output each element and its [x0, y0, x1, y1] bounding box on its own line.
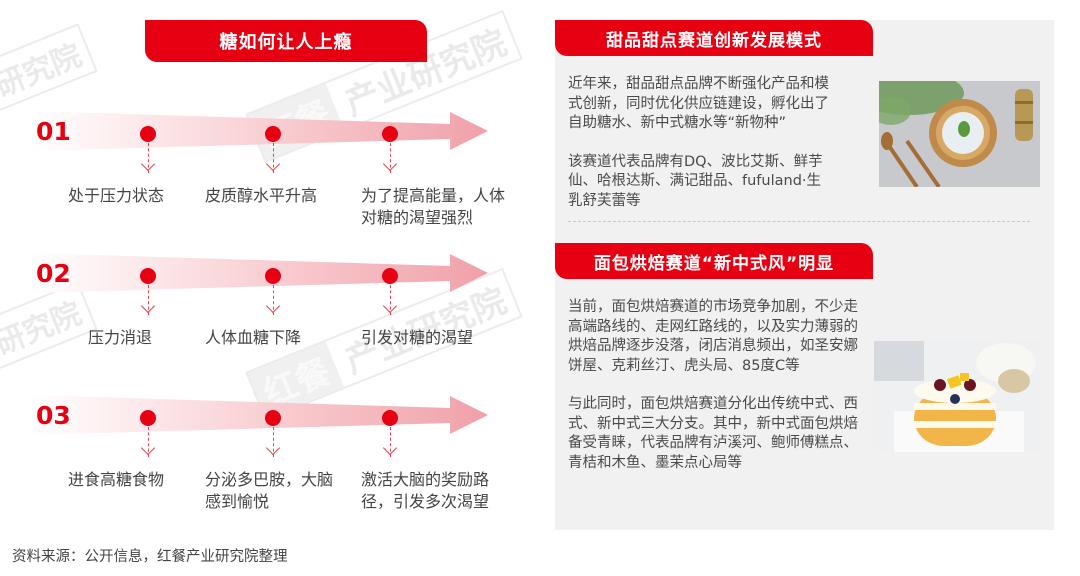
layer-cake-photo [874, 341, 1040, 452]
step-label: 进食高糖食物 [68, 470, 165, 489]
dashed-connector [148, 427, 149, 457]
dashed-connector [390, 285, 391, 315]
section-divider [568, 221, 1030, 222]
step-label: 分泌多巴胺，大脑感到愉悦 [205, 470, 334, 511]
watermark: 研究院 [0, 23, 98, 113]
timeline-row-3: 03 进食高糖食物 分泌多巴胺，大脑感到愉悦 激活大脑的奖励路径，引发多次渴望 [0, 387, 540, 537]
dashed-connector [390, 143, 391, 173]
step-label: 引发对糖的渴望 [361, 328, 474, 347]
step-label: 人体血糖下降 [205, 328, 302, 347]
dashed-connector [273, 285, 274, 315]
left-title: 糖如何让人上瘾 [219, 32, 353, 53]
dessert-bowl-photo [879, 81, 1040, 187]
dashed-connector [148, 285, 149, 315]
node-dot [265, 268, 281, 284]
layer-cake-image-icon [874, 341, 1040, 452]
node-dot [140, 126, 156, 142]
step-label: 压力消退 [88, 328, 153, 347]
dashed-connector [390, 427, 391, 457]
node-dot [140, 410, 156, 426]
paragraph: 该赛道代表品牌有DQ、波比艾斯、鲜芋仙、哈根达斯、满记甜品、fufuland·生… [568, 153, 823, 209]
dashed-connector [273, 427, 274, 457]
node-dot [140, 268, 156, 284]
section-2-title: 面包烘焙赛道“新中式风”明显 [593, 253, 835, 274]
step-label: 为了提高能量，人体对糖的渴望强烈 [361, 186, 506, 227]
row-number: 03 [36, 401, 71, 430]
step-label: 激活大脑的奖励路径，引发多次渴望 [361, 470, 490, 511]
node-dot [382, 126, 398, 142]
dashed-connector [148, 143, 149, 173]
paragraph: 近年来，甜品甜点品牌不断强化产品和模式创新，同时优化供应链建设，孵化出了自助糖水… [568, 76, 829, 131]
dessert-bowl-image-icon [879, 81, 1040, 187]
node-dot [382, 410, 398, 426]
source-note: 资料来源：公开信息，红餐产业研究院整理 [12, 549, 288, 565]
step-label: 处于压力状态 [68, 186, 165, 205]
section-1-text: 近年来，甜品甜点品牌不断强化产品和模式创新，同时优化供应链建设，孵化出了自助糖水… [568, 75, 830, 211]
timeline-row-1: 01 处于压力状态 皮质醇水平升高 为了提高能量，人体对糖的渴望强烈 [0, 103, 540, 253]
section-1-title: 甜品甜点赛道创新发展模式 [606, 30, 822, 51]
paragraph: 当前，面包烘焙赛道的市场竞争加剧，不少走高端路线的、走网红路线的，以及实力薄弱的… [568, 299, 858, 374]
timeline-row-2: 02 压力消退 人体血糖下降 引发对糖的渴望 [0, 245, 540, 395]
node-dot [382, 268, 398, 284]
dashed-connector [273, 143, 274, 173]
node-dot [265, 126, 281, 142]
node-dot [265, 410, 281, 426]
step-label: 皮质醇水平升高 [205, 186, 318, 205]
row-number: 02 [36, 259, 71, 288]
left-title-tag: 糖如何让人上瘾 [145, 20, 427, 62]
row-number: 01 [36, 117, 71, 146]
paragraph: 与此同时，面包烘焙赛道分化出传统中式、西式、新中式三大分支。其中，新中式面包烘焙… [568, 396, 858, 471]
section-1-title-tag: 甜品甜点赛道创新发展模式 [555, 20, 873, 56]
section-2-text: 当前，面包烘焙赛道的市场竞争加剧，不少走高端路线的、走网红路线的，以及实力薄弱的… [568, 298, 868, 473]
section-2-title-tag: 面包烘焙赛道“新中式风”明显 [555, 243, 873, 279]
